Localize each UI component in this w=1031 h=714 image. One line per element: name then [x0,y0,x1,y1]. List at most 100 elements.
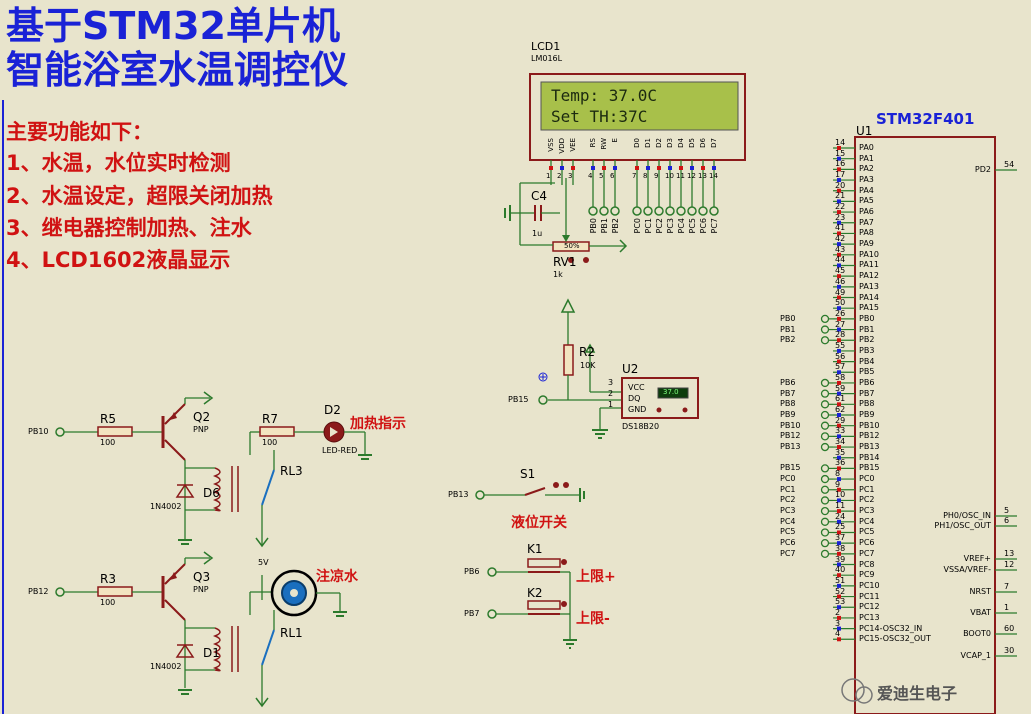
lcd-pin-marker [549,166,553,170]
lcd-net-label: PC5 [688,218,697,234]
mcu-net-terminal [820,539,830,548]
lcd-pin-marker [646,166,650,170]
mcu-pin-marker [837,530,841,535]
mcu-pin-number: 22 [835,202,846,212]
mcu-pin-number: 61 [835,394,846,404]
lcd-net-label: PB2 [611,218,620,234]
mcu-pin-marker [837,477,841,482]
feature-item: 2、水温设定，超限关闭加热 [6,184,273,208]
mcu-pin-name: PC15-OSC32_OUT [859,634,931,644]
mcu-left-pin-group [820,146,855,642]
lcd-net-terminal [709,206,719,216]
mcu-pin-name: PC5 [859,527,875,537]
lcd-net-label: PC0 [633,218,642,234]
mcu-pin-number: 57 [835,362,846,372]
lcd-net-label: PC4 [677,218,686,234]
lcd-net-label: PC2 [655,218,664,234]
mcu-pin-name: PA13 [859,281,879,291]
mcu-pin-name: PB9 [859,410,875,419]
mcu-pin-number: 17 [835,170,846,180]
lcd-pin-number: 11 [676,172,685,180]
mcu-net-terminal [820,400,830,409]
mcu-pin-number: 3 [835,618,841,628]
mcu-pin-name: PA9 [859,239,874,249]
q2-ref: Q2 [193,410,211,424]
lcd-pin-number: 10 [665,172,674,180]
mcu-net-label: PC1 [780,484,796,494]
k2-net: PB7 [464,609,480,618]
mcu-net-terminal [820,474,830,484]
lcd-pin-name: D3 [666,138,674,148]
mcu-pin-number: 11 [835,501,846,511]
lcd-pin-number: 6 [610,172,615,180]
mcu-pin-marker [837,327,841,332]
lcd-net-terminal [599,206,609,216]
mcu-pin-number: 38 [835,543,846,553]
mcu-pin-marker [837,199,841,204]
r2-ref: R2 [579,345,595,359]
u2-pin-dq: DQ [628,394,641,403]
q2-type: PNP [193,425,209,434]
mcu-pin-number: 41 [835,223,846,233]
mcu-net-terminal [820,421,830,430]
rv1-value: 1k [553,270,563,279]
mcu-pin-number: 16 [835,159,846,169]
mcu-pin-name: VCAP_1 [960,651,991,660]
mcu-pin-name: PA10 [859,249,879,259]
mcu-pin-number: 40 [835,565,846,575]
mcu-pin-name: PC10 [859,580,880,590]
mcu-pin-marker [837,573,841,578]
mcu-part: STM32F401 [876,110,975,128]
heater-net: PB10 [28,427,49,436]
lcd-part: LM016L [531,54,563,63]
r2-body [563,344,574,376]
mcu-net-terminal [820,496,830,505]
mcu-pin-number: 43 [835,244,846,254]
mcu-net-label: PC7 [780,548,796,558]
u2-pin-num: 3 [608,378,614,387]
d6-ref: D6 [203,486,220,500]
lcd-net-terminal [698,206,708,216]
lcd-net-label: PC1 [644,218,653,234]
mcu-pin-marker [837,605,841,610]
u2-part: DS18B20 [622,422,660,431]
mcu-pin-marker [837,509,841,514]
mcu-pin-marker [837,316,841,321]
mcu-pin-name: PA2 [859,164,874,174]
mcu-pin-marker [837,541,841,546]
lcd-line2: Set TH:37C [551,107,648,126]
d6-part: 1N4002 [150,502,182,511]
mcu-pin-number: 45 [835,266,846,276]
mcu-pin-marker [837,487,841,492]
mcu-pin-name: PC1 [859,484,875,494]
mcu-net-label: PB13 [780,442,801,452]
mcu-pin-marker [837,306,841,311]
mcu-net-terminal [820,410,830,420]
mcu-net-terminal [820,517,830,526]
lcd-net-terminal [632,206,642,216]
mcu-pin-name: PC8 [859,559,875,569]
mcu-pin-marker [837,466,841,471]
mcu-pin-name: PA15 [859,303,879,313]
mcu-pin-number: 9 [835,479,841,489]
mcu-pin-marker [837,551,841,556]
mcu-pin-number: 35 [835,447,846,457]
c4-value: 1u [532,229,543,238]
mcu-pin-name: PA3 [859,175,874,185]
r3-value: 100 [100,598,116,607]
mcu-pin-marker [837,284,841,289]
lcd-pin-marker [571,166,575,170]
mcu-pin-marker [837,338,841,343]
u2-pin-vcc: VCC [628,383,645,392]
mcu-net-label: PB0 [780,313,796,323]
s1-ref: S1 [520,467,536,481]
lcd-pin-name: RW [600,138,608,150]
mcu-pin-name: PH1/OSC_OUT [934,521,991,530]
mcu-pin-marker [837,210,841,215]
mcu-pin-marker [837,231,841,236]
k1-label: 上限+ [576,569,616,585]
lcd-pin-name: D7 [710,138,718,148]
u2-net: PB15 [508,395,529,404]
r2-value: 10K [580,361,596,370]
